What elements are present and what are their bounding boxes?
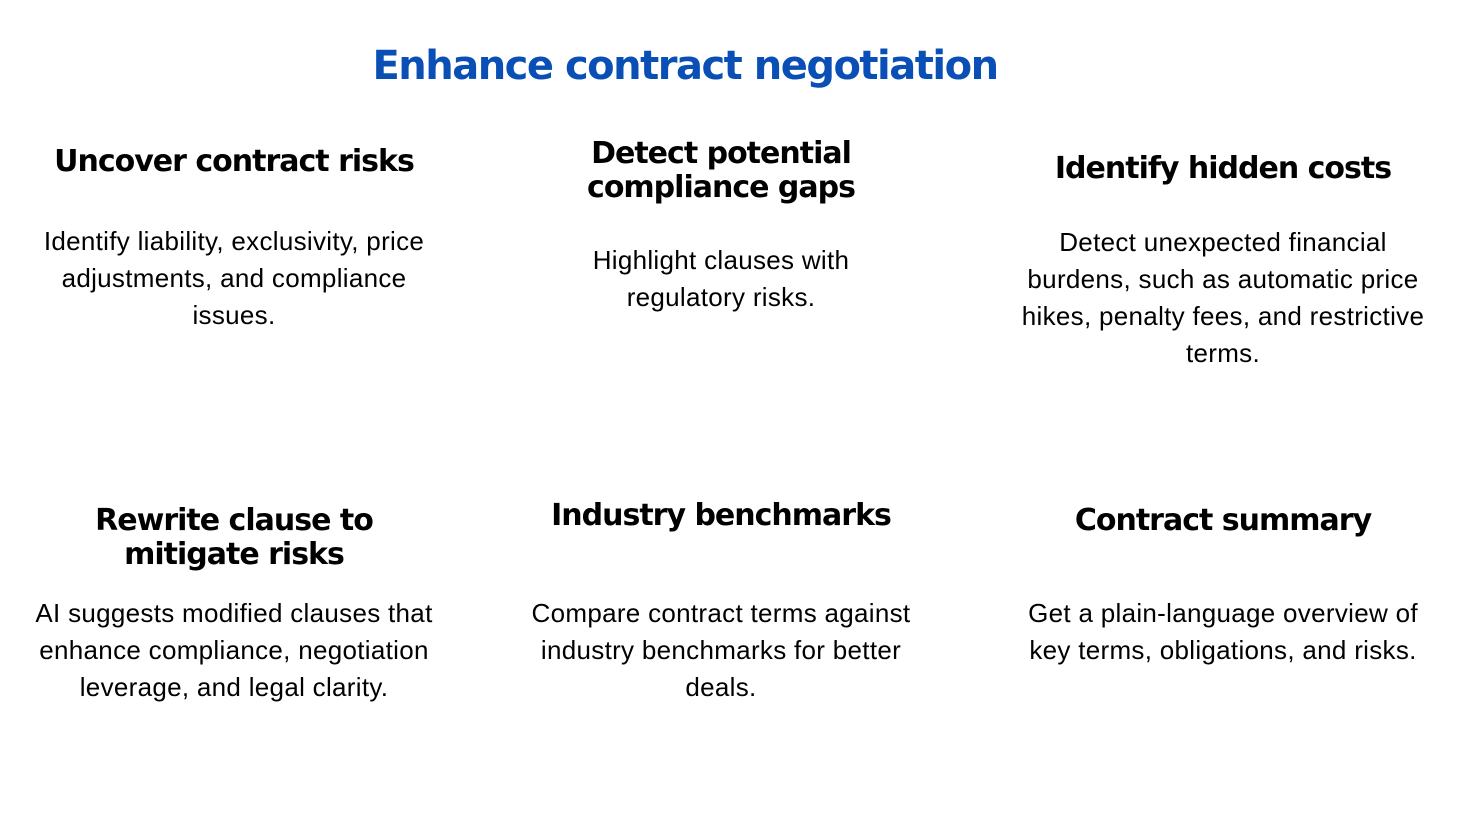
feature-card-compliance-gaps: Detect potential compliance gaps Highlig… bbox=[516, 0, 926, 832]
feature-description: Highlight clauses with regulatory risks. bbox=[592, 245, 850, 312]
feature-heading: Identify hidden costs bbox=[1054, 151, 1392, 186]
feature-description: Get a plain-language overview of key ter… bbox=[1028, 598, 1418, 665]
feature-card-rewrite-clause: Rewrite clause to mitigate risks AI sugg… bbox=[30, 0, 438, 832]
feature-heading: Contract summary bbox=[1074, 503, 1372, 538]
feature-heading: Detect potential compliance gaps bbox=[587, 136, 856, 205]
page-title: Enhance contract negotiation bbox=[372, 43, 999, 89]
feature-card-hidden-costs: Identify hidden costs Detect unexpected … bbox=[1010, 0, 1436, 832]
feature-description: Detect unexpected financial burdens, suc… bbox=[1021, 227, 1425, 368]
feature-description: AI suggests modified clauses that enhanc… bbox=[35, 598, 433, 702]
feature-heading: Rewrite clause to mitigate risks bbox=[95, 503, 374, 572]
feature-card-industry-benchmarks: Industry benchmarks Compare contract ter… bbox=[516, 0, 926, 832]
feature-heading: Uncover contract risks bbox=[54, 144, 415, 179]
feature-card-contract-summary: Contract summary Get a plain-language ov… bbox=[1010, 0, 1436, 832]
feature-heading: Industry benchmarks bbox=[551, 498, 892, 533]
feature-description: Identify liability, exclusivity, price a… bbox=[43, 226, 425, 330]
feature-description: Compare contract terms against industry … bbox=[531, 598, 911, 702]
feature-card-uncover-risks: Uncover contract risks Identify liabilit… bbox=[30, 0, 438, 832]
